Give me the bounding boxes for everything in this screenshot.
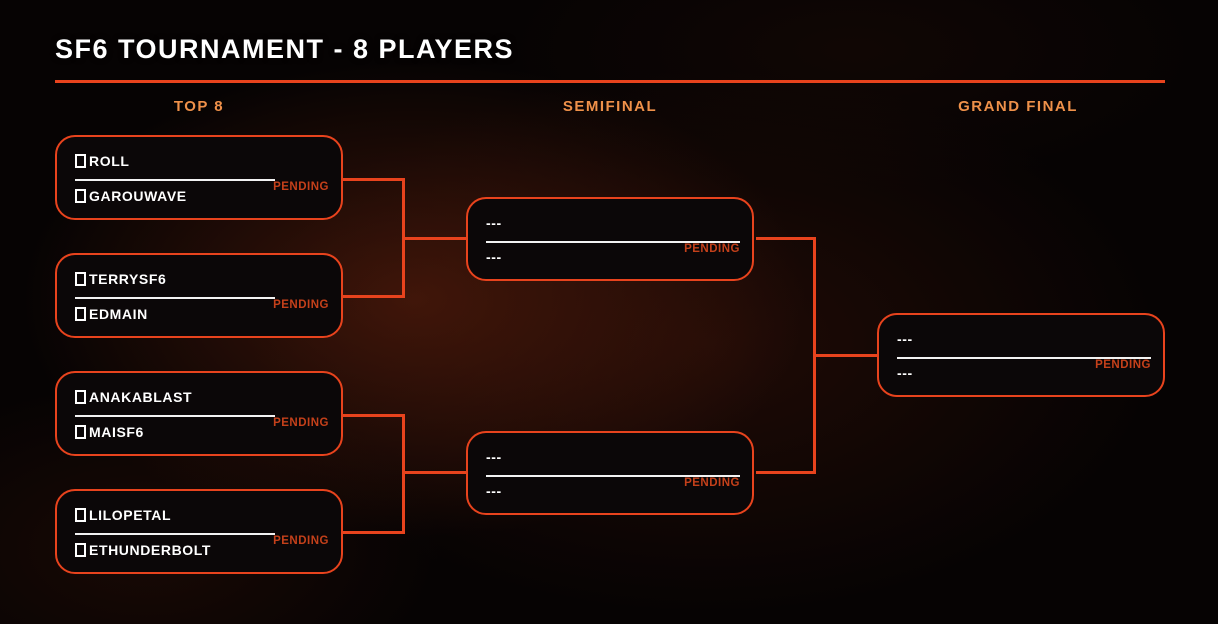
bracket-connector xyxy=(343,414,405,417)
player-slot: ROLL xyxy=(75,152,327,170)
match-divider xyxy=(75,415,275,417)
match-card-r1-m3[interactable]: ANAKABLAST PENDING MAISF6 xyxy=(55,371,343,456)
page-title: SF6 TOURNAMENT - 8 PLAYERS xyxy=(55,34,515,64)
player-slot: TERRYSF6 xyxy=(75,270,327,288)
player-name: --- xyxy=(486,449,502,465)
player-name: EDMAIN xyxy=(89,306,148,322)
player-name: --- xyxy=(897,331,913,347)
match-card-gf-m1[interactable]: --- PENDING --- xyxy=(877,313,1165,397)
match-divider xyxy=(486,241,740,243)
missing-glyph-icon xyxy=(75,508,86,522)
player-name: LILOPETAL xyxy=(89,507,172,523)
missing-glyph-icon xyxy=(75,425,86,439)
player-slot: --- xyxy=(486,248,738,266)
match-status-pending: PENDING xyxy=(273,535,329,547)
match-status-pending: PENDING xyxy=(684,477,740,489)
match-status-pending: PENDING xyxy=(273,417,329,429)
bracket-connector xyxy=(343,295,405,298)
missing-glyph-icon xyxy=(75,154,86,168)
player-slot: --- xyxy=(486,448,738,466)
player-slot: --- xyxy=(486,482,738,500)
bracket-connector xyxy=(343,531,405,534)
match-status-pending: PENDING xyxy=(1095,359,1151,371)
missing-glyph-icon xyxy=(75,272,86,286)
missing-glyph-icon xyxy=(75,543,86,557)
match-status-pending: PENDING xyxy=(273,299,329,311)
player-slot: --- xyxy=(897,364,1149,382)
round-header-semifinal: SEMIFINAL xyxy=(562,98,658,115)
player-slot: --- xyxy=(897,330,1149,348)
match-divider xyxy=(897,357,1151,359)
match-status-pending: PENDING xyxy=(684,243,740,255)
player-name: ANAKABLAST xyxy=(89,389,193,405)
bracket-connector xyxy=(343,178,405,181)
match-card-r1-m1[interactable]: ROLL PENDING GAROUWAVE xyxy=(55,135,343,220)
match-card-sf-m2[interactable]: --- PENDING --- xyxy=(466,431,754,515)
match-divider xyxy=(486,475,740,477)
match-divider xyxy=(75,297,275,299)
match-status-pending: PENDING xyxy=(273,181,329,193)
player-slot: MAISF6 xyxy=(75,423,327,441)
bracket-connector xyxy=(756,237,816,240)
player-slot: ETHUNDERBOLT xyxy=(75,541,327,559)
player-slot: ANAKABLAST xyxy=(75,388,327,406)
match-card-r1-m2[interactable]: TERRYSF6 PENDING EDMAIN xyxy=(55,253,343,338)
round-header-grandfinal: GRAND FINAL xyxy=(958,98,1078,115)
match-card-sf-m1[interactable]: --- PENDING --- xyxy=(466,197,754,281)
bracket-connector xyxy=(813,354,877,357)
bracket-connector xyxy=(402,237,466,240)
player-name: MAISF6 xyxy=(89,424,144,440)
match-divider xyxy=(75,533,275,535)
missing-glyph-icon xyxy=(75,189,86,203)
match-card-r1-m4[interactable]: LILOPETAL PENDING ETHUNDERBOLT xyxy=(55,489,343,574)
player-name: --- xyxy=(486,215,502,231)
match-divider xyxy=(75,179,275,181)
missing-glyph-icon xyxy=(75,390,86,404)
player-name: ETHUNDERBOLT xyxy=(89,542,212,558)
player-name: --- xyxy=(486,483,502,499)
player-slot: --- xyxy=(486,214,738,232)
player-name: --- xyxy=(486,249,502,265)
bracket-connector xyxy=(402,471,466,474)
round-header-top8: TOP 8 xyxy=(173,98,225,115)
player-slot: GAROUWAVE xyxy=(75,187,327,205)
player-slot: EDMAIN xyxy=(75,305,327,323)
player-name: --- xyxy=(897,365,913,381)
bracket-connector xyxy=(402,414,405,534)
player-name: ROLL xyxy=(89,153,130,169)
missing-glyph-icon xyxy=(75,307,86,321)
bracket-connector xyxy=(756,471,816,474)
player-name: GAROUWAVE xyxy=(89,188,187,204)
player-name: TERRYSF6 xyxy=(89,271,167,287)
title-underline xyxy=(55,80,1165,83)
player-slot: LILOPETAL xyxy=(75,506,327,524)
